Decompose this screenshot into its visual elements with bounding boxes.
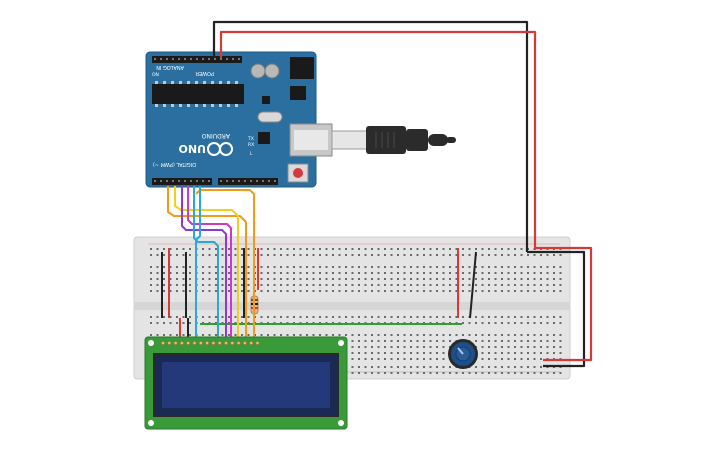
wire-rs[interactable] [167,186,247,340]
digital-header-bottom[interactable] [152,178,212,185]
led-tx-label: TX [247,136,254,142]
led-rx-label: RX [248,142,254,148]
crystal [257,111,283,123]
mount-hole-icon [338,340,344,346]
digital-header-label: DIGITAL (PWM ~) [153,161,196,167]
mount-hole-icon [148,420,154,426]
lcd-16x2[interactable] [144,336,348,430]
capacitor-2 [264,63,280,79]
led-on-label: ON [152,72,159,78]
wire-5v-top[interactable] [219,30,537,250]
analog-header-label: ANALOG IN [156,64,184,70]
wire-d7[interactable] [193,186,219,340]
arduino-logo-icon [207,142,233,156]
usb-cable[interactable] [331,126,456,154]
power-header-label: POWER [195,70,214,76]
mount-hole-icon [148,340,154,346]
lcd-pin-header[interactable] [160,340,260,346]
wire-d5[interactable] [187,186,232,340]
arduino-board[interactable]: UNO ARDUINO DIGITAL (PWM ~) ANALOG IN PO… [145,51,333,188]
capacitor-1 [250,63,266,79]
microcontroller-chip [152,84,244,104]
voltage-regulator [290,86,306,100]
lcd-screen [162,362,330,408]
power-header[interactable] [218,178,278,185]
power-jack[interactable] [290,57,314,79]
wire-gnd-rail[interactable] [527,250,586,368]
arduino-model-label: UNO [179,142,207,155]
wire-gnd-top[interactable] [212,20,529,252]
arduino-brand-label: ARDUINO [201,132,230,139]
wire-5v-rail[interactable] [535,246,593,362]
pin-labels [154,58,276,182]
pot-knob-indicator-icon [457,347,464,355]
jumper-pot-gnd[interactable] [469,251,477,319]
wire-d7-b[interactable] [195,186,201,340]
led-l-label: L [250,151,253,157]
wire-enable[interactable] [174,186,239,340]
potentiometer[interactable] [448,339,478,369]
wire-d4[interactable] [181,186,227,340]
mount-hole-icon [338,420,344,426]
wire-d6[interactable] [195,189,255,340]
